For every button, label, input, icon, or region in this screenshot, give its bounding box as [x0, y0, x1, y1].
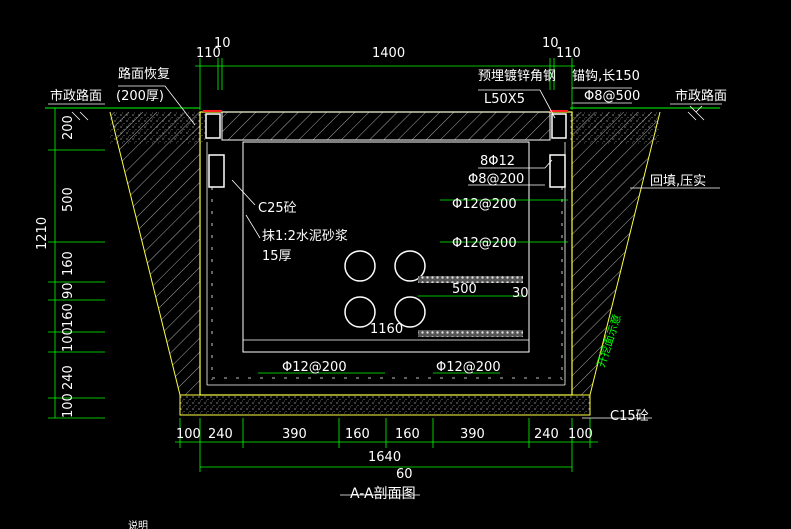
top-dim-left-b: 10 [214, 36, 231, 51]
cover-slab [221, 111, 551, 141]
bottom-dim-seg-7: 100 [568, 427, 593, 442]
excavation [109, 111, 661, 396]
label-angle-steel-2: L50X5 [484, 92, 525, 107]
excavation-hatch-left [110, 112, 200, 395]
trench-inner [242, 141, 530, 353]
angle-steel-left [205, 113, 221, 139]
top-dim-right-b: 10 [542, 36, 559, 51]
left-dim-seg-0: 200 [61, 115, 76, 140]
left-dim-seg-6: 240 [61, 365, 76, 390]
left-dim-seg-2: 160 [61, 251, 76, 276]
excavation-line-left [109, 111, 181, 396]
left-dim-seg-7: 100 [61, 393, 76, 418]
label-dim-1160: 1160 [370, 322, 403, 337]
conduit-top-right [394, 250, 426, 282]
corner-note: 说明 [128, 519, 148, 529]
rebar-cage-left [208, 154, 225, 188]
bottom-dim-extra: 60 [396, 467, 413, 482]
excavation-hatch-right [572, 112, 660, 395]
angle-steel-right [551, 113, 567, 139]
left-dim-seg-4: 160 [61, 303, 76, 328]
conduit-bottom-right [394, 296, 426, 328]
bottom-dim-seg-5: 390 [460, 427, 485, 442]
label-dim-30: 30 [512, 286, 529, 301]
label-road-left: 市政路面 [50, 88, 102, 104]
bottom-dim-seg-2: 390 [282, 427, 307, 442]
bottom-dim-total: 1640 [368, 450, 401, 465]
bottom-dim-seg-1: 240 [208, 427, 233, 442]
bottom-dim-seg-6: 240 [534, 427, 559, 442]
drawing-title: A-A剖面图 [350, 486, 416, 502]
label-road-restore-1: 路面恢复 [118, 66, 170, 82]
left-dim-seg-1: 500 [61, 187, 76, 212]
label-bottom-bar-2: Φ12@200 [436, 360, 501, 375]
bottom-dim-seg-0: 100 [176, 427, 201, 442]
road-restore-right [570, 112, 660, 144]
label-wall-bar-2: Φ12@200 [452, 236, 517, 251]
left-dim-seg-3: 90 [61, 282, 76, 299]
top-dim-right-a: 110 [556, 46, 581, 61]
conduit-bottom-left [344, 296, 376, 328]
label-backfill: 回填,压实 [650, 174, 706, 189]
label-angle-steel-1: 预埋镀锌角钢 [478, 68, 556, 84]
ground-symbol-right [687, 105, 705, 121]
label-plaster-1: 抹1:2水泥砂浆 [262, 229, 348, 244]
top-dim-span: 1400 [372, 46, 405, 61]
label-road-right: 市政路面 [675, 88, 727, 104]
left-dim-seg-5: 100 [61, 327, 76, 352]
bracket-lower [418, 330, 523, 337]
label-wall-bar-1: Φ12@200 [452, 197, 517, 212]
label-road-restore-2: (200厚) [116, 89, 164, 104]
label-plaster-2: 15厚 [262, 249, 292, 264]
label-concrete: C25砼 [258, 201, 297, 216]
label-slope: 开挖面示意 [594, 312, 624, 369]
label-rebar-8phi12: 8Φ12 [480, 154, 515, 169]
dimension-lines [48, 58, 598, 472]
label-anchor-1: 锚钩,长150 [572, 69, 640, 84]
label-stirrup: Φ8@200 [468, 172, 524, 187]
bottom-dim-seg-4: 160 [395, 427, 420, 442]
label-dim-500: 500 [452, 282, 477, 297]
left-dim-total: 1210 [35, 217, 50, 250]
bottom-dim-seg-3: 160 [345, 427, 370, 442]
top-dim-left-a: 110 [196, 46, 221, 61]
bracket-upper [418, 276, 523, 283]
label-bottom-bar-1: Φ12@200 [282, 360, 347, 375]
conduit-top-left [344, 250, 376, 282]
label-anchor-2: Φ8@500 [584, 89, 640, 104]
label-c15: C15砼 [610, 409, 649, 424]
excavation-line-right [589, 111, 661, 396]
ground-symbol-left [71, 111, 89, 121]
rebar-cage-right [549, 154, 566, 188]
leader-lines [48, 85, 722, 496]
